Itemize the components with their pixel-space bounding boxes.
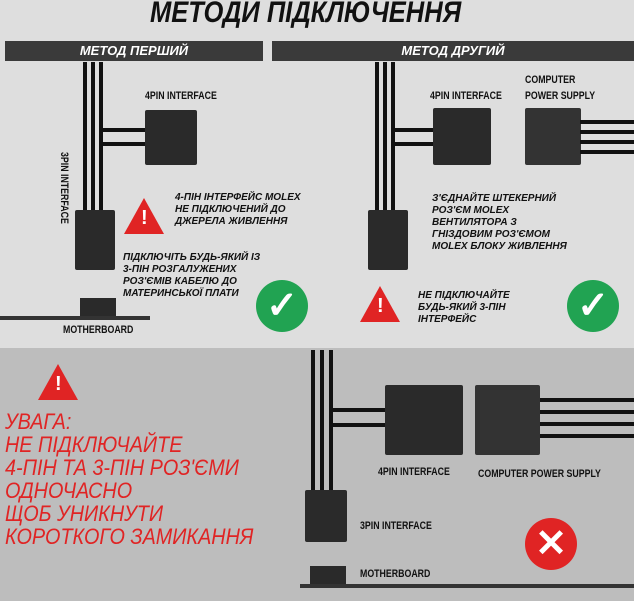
text-line: 3-ПІН РОЗГАЛУЖЕНИХ (123, 264, 237, 275)
method2-header: МЕТОД ДРУГИЙ (272, 41, 634, 61)
cable (83, 62, 87, 212)
label-motherboard: MOTHERBOARD (360, 568, 431, 580)
text-line: POWER SUPPLY (525, 90, 596, 102)
text-line: ІНТЕРФЕЙС (418, 314, 477, 325)
cable-branch (391, 142, 435, 146)
cable (91, 62, 95, 212)
cable-branch (99, 128, 147, 132)
label-3pin: 3PIN INTERFACE (360, 520, 432, 532)
mb-header (310, 566, 346, 584)
text-line: COMPUTER (525, 74, 576, 86)
3pin-connector (75, 210, 115, 270)
label-motherboard: MOTHERBOARD (63, 324, 134, 336)
warning-icon: ! (360, 286, 400, 322)
cable-branch (329, 408, 387, 412)
cable (99, 62, 103, 212)
motherboard-line (300, 584, 634, 588)
text-line: НЕ ПІДКЛЮЧАЙТЕ (418, 290, 510, 301)
cable (320, 350, 324, 495)
label-psu: COMPUTER POWER SUPPLY (525, 72, 595, 104)
cable-branch (329, 423, 387, 427)
text-line: КОРОТКОГО ЗАМИКАННЯ (5, 524, 254, 549)
page-title: МЕТОДИ ПІДКЛЮЧЕННЯ (150, 0, 462, 29)
text-line: НЕ ПІДКЛЮЧАЙТЕ (5, 432, 183, 457)
motherboard-line (0, 316, 150, 320)
text-line: ВЕНТИЛЯТОРА З (432, 217, 517, 228)
checkmark-icon: ✓ (256, 280, 308, 332)
psu-wires (540, 398, 634, 438)
text-line: ПІДКЛЮЧІТЬ БУДЬ-ЯКИЙ ІЗ (123, 252, 261, 263)
cable (375, 62, 379, 212)
psu-connector (525, 108, 581, 165)
text-line: 4-ПІН ІНТЕРФЕЙС MOLEX (175, 192, 301, 203)
cable (329, 350, 333, 495)
label-psu: COMPUTER POWER SUPPLY (478, 468, 601, 480)
cable (311, 350, 315, 495)
text-line: MOLEX БЛОКУ ЖИВЛЕННЯ (432, 241, 567, 252)
text-line: ЩОБ УНИКНУТИ (5, 501, 164, 526)
cable-branch (99, 142, 147, 146)
cable (391, 62, 395, 212)
text-line: 4-ПІН ТА 3-ПІН РОЗ'ЄМИ (5, 455, 239, 480)
mb-header (80, 298, 116, 318)
psu-wires (580, 120, 634, 154)
cross-icon: ✕ (525, 518, 577, 570)
psu-connector (475, 385, 540, 455)
text-line: НЕ ПІДКЛЮЧЕНИЙ ДО (175, 204, 286, 215)
label-4pin: 4PIN INTERFACE (145, 90, 217, 102)
text-line: МАТЕРИНСЬКОЇ ПЛАТИ (123, 288, 239, 299)
label-4pin: 4PIN INTERFACE (430, 90, 502, 102)
3pin-connector (368, 210, 408, 270)
4pin-connector (433, 108, 491, 165)
3pin-connector (305, 490, 347, 542)
warning-icon: ! (38, 364, 78, 400)
text-line: З'ЄДНАЙТЕ ШТЕКЕРНИЙ (432, 193, 557, 204)
text-line: ДЖЕРЕЛА ЖИВЛЕННЯ (175, 216, 288, 227)
4pin-connector (145, 110, 197, 165)
method1-header: МЕТОД ПЕРШИЙ (5, 41, 263, 61)
text-line: УВАГА: (5, 409, 72, 434)
label-3pin: 3PIN INTERFACE (58, 152, 70, 224)
cable-branch (391, 128, 435, 132)
text-line: РОЗ'ЄМ MOLEX (432, 205, 510, 216)
label-4pin: 4PIN INTERFACE (378, 466, 450, 478)
4pin-connector (385, 385, 463, 455)
text-line: РОЗ'ЄМІВ КАБЕЛЮ ДО (123, 276, 237, 287)
checkmark-icon: ✓ (567, 280, 619, 332)
text-line: ОДНОЧАСНО (5, 478, 133, 503)
text-line: БУДЬ-ЯКИЙ 3-ПІН (418, 302, 506, 313)
text-line: ГНІЗДОВИМ РОЗ'ЄМОМ (432, 229, 550, 240)
warning-icon: ! (124, 198, 164, 234)
cable (383, 62, 387, 212)
